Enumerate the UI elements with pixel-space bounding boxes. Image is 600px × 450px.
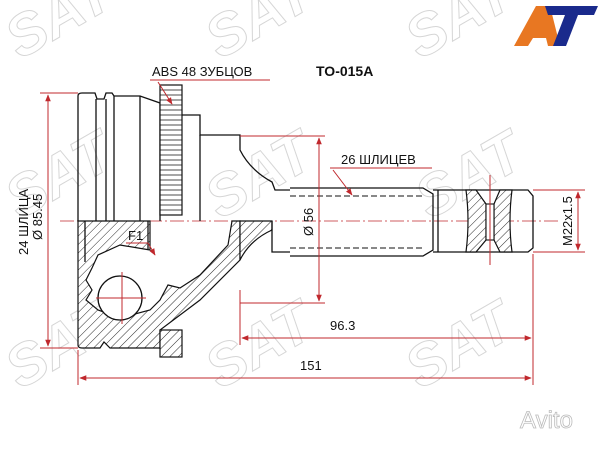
thread-label: M22x1.5 bbox=[560, 196, 575, 246]
dimensions bbox=[40, 79, 585, 385]
abs-label: ABS 48 ЗУБЦОВ bbox=[152, 64, 252, 79]
at-logo bbox=[514, 6, 598, 46]
abs-ring bbox=[159, 84, 183, 358]
total-length-label: 151 bbox=[300, 358, 322, 373]
watermark: SAT bbox=[394, 287, 527, 401]
stem bbox=[182, 114, 290, 261]
watermark: SAT bbox=[394, 0, 527, 71]
f1-label: F1 bbox=[128, 228, 143, 243]
outer-splines-label: 24 ШЛИЦА bbox=[16, 189, 31, 255]
shaft-length-label: 96.3 bbox=[330, 318, 355, 333]
watermark: SAT bbox=[194, 0, 327, 71]
avito-watermark: Avito bbox=[520, 407, 573, 434]
splined-shaft bbox=[290, 175, 534, 265]
shaft-splines-label: 26 ШЛИЦЕВ bbox=[341, 152, 416, 167]
watermark: SAT bbox=[0, 0, 127, 71]
outer-diameter-label: Ø 85.45 bbox=[30, 194, 45, 240]
part-number: TO-015A bbox=[316, 63, 373, 79]
outer-housing bbox=[77, 92, 241, 349]
shaft-diameter-label: Ø 56 bbox=[301, 208, 316, 236]
watermark: SAT bbox=[194, 287, 327, 401]
